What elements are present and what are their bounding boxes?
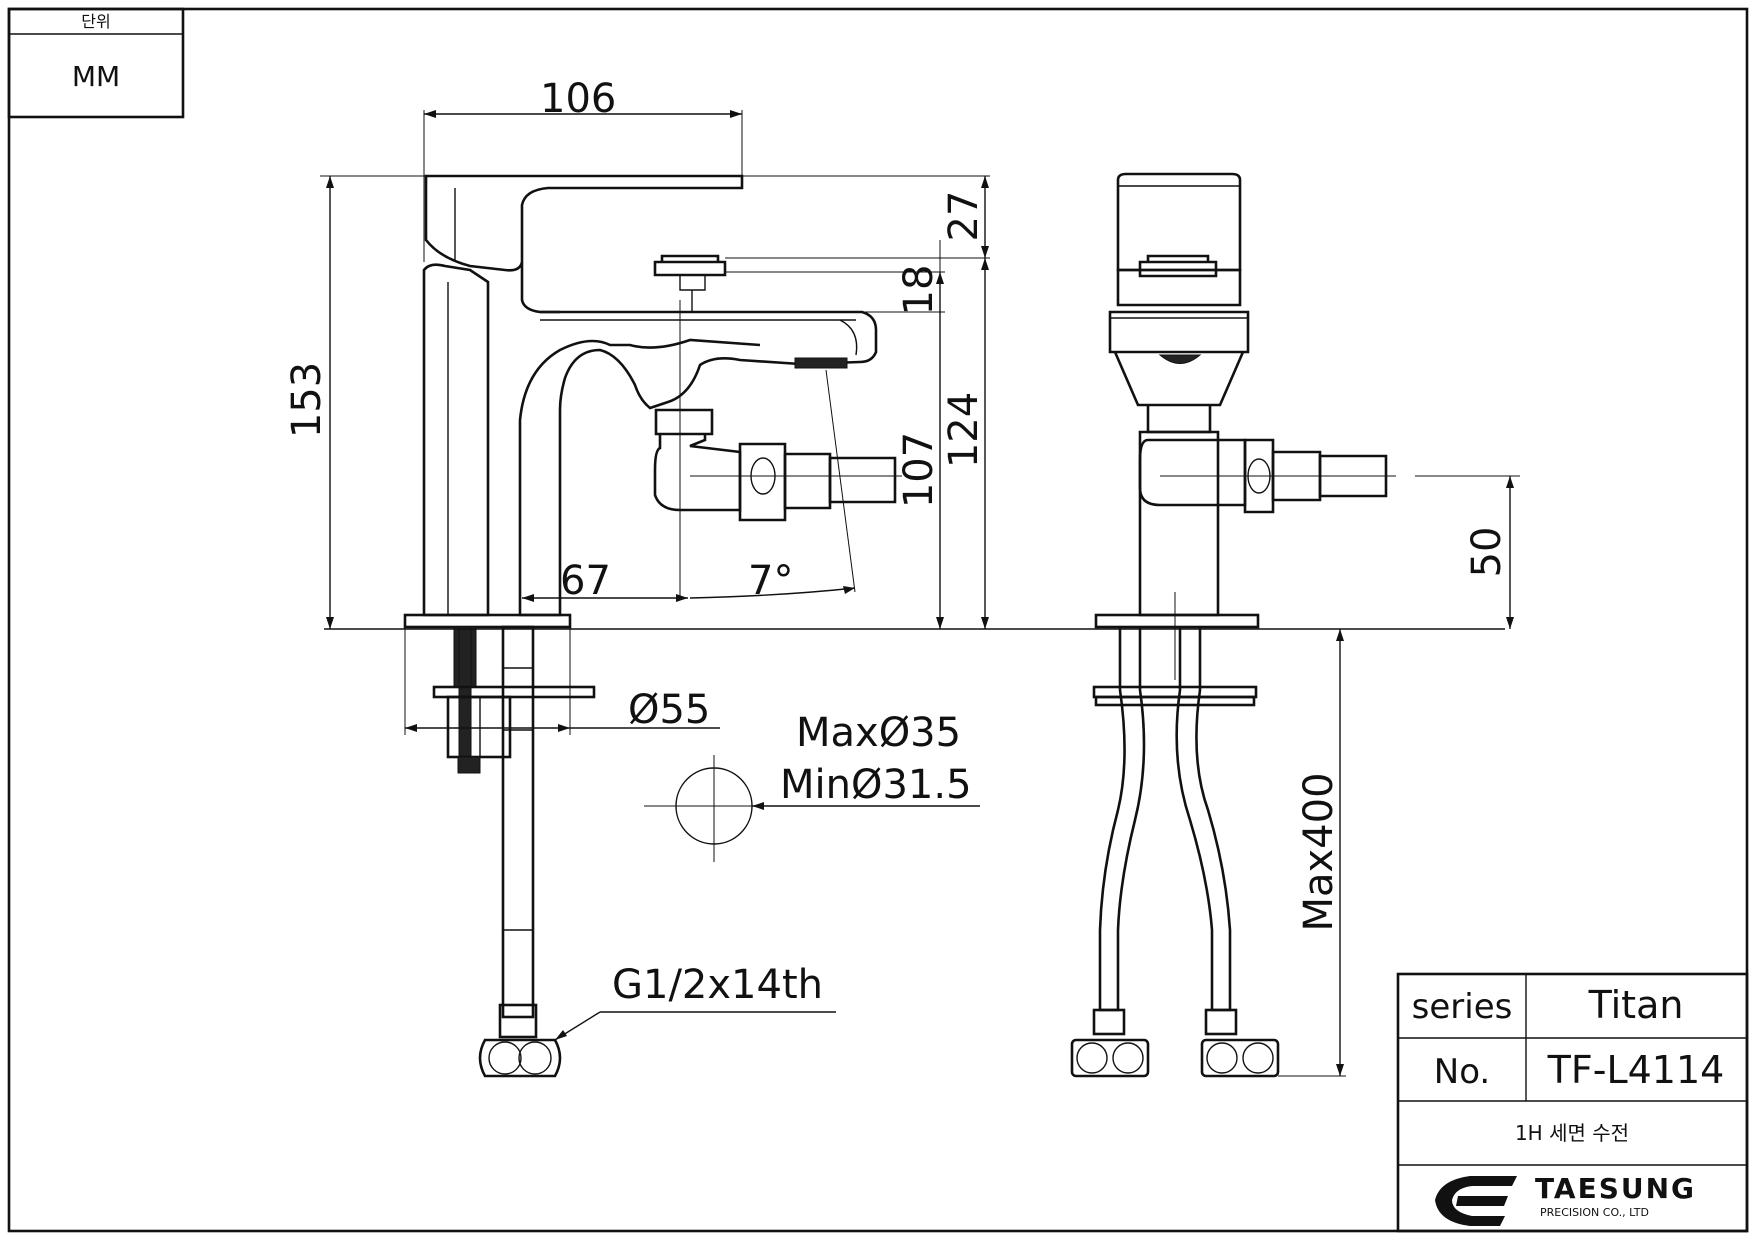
dim-hole-min: MinØ31.5 bbox=[780, 762, 972, 808]
unit-box-value: MM bbox=[72, 60, 120, 93]
dim-base-diameter: Ø55 bbox=[628, 687, 710, 733]
company-logo: TAESUNG PRECISION CO., LTD bbox=[1435, 1172, 1696, 1226]
unit-box-label: 단위 bbox=[81, 12, 110, 31]
title-no-label: No. bbox=[1434, 1052, 1490, 1092]
unit-box: 단위 MM bbox=[7, 7, 185, 119]
dim-107: 107 bbox=[896, 432, 942, 508]
dim-153: 153 bbox=[284, 362, 330, 438]
dim-106: 106 bbox=[540, 76, 616, 122]
title-series-value: Titan bbox=[1588, 983, 1684, 1027]
title-block: series Titan No. TF-L4114 1H 세면 수전 TAESU… bbox=[1396, 972, 1749, 1233]
dim-thread: G1/2x14th bbox=[612, 962, 823, 1008]
dim-27: 27 bbox=[941, 191, 987, 242]
side-view-dimensions: 50 Max400 bbox=[1278, 475, 1520, 1077]
title-description: 1H 세면 수전 bbox=[1515, 1121, 1629, 1145]
dim-hole-max: MaxØ35 bbox=[796, 710, 961, 756]
dim-67: 67 bbox=[560, 558, 611, 604]
title-series-label: series bbox=[1412, 987, 1513, 1027]
company-sub: PRECISION CO., LTD bbox=[1540, 1206, 1649, 1219]
dim-max400: Max400 bbox=[1296, 772, 1342, 931]
front-view-faucet bbox=[403, 174, 902, 1078]
side-view-faucet bbox=[1070, 172, 1430, 1078]
dim-18: 18 bbox=[896, 265, 942, 316]
company-name: TAESUNG bbox=[1535, 1172, 1696, 1205]
dim-50: 50 bbox=[1464, 527, 1510, 578]
dim-124: 124 bbox=[941, 392, 987, 468]
drawing-frame bbox=[7, 7, 1749, 1233]
front-view-dimensions: 106 153 27 18 124 107 67 7° Ø55 MaxØ35 M… bbox=[284, 76, 1505, 1041]
title-no-value: TF-L4114 bbox=[1547, 1048, 1725, 1092]
dim-7-degree: 7° bbox=[748, 558, 793, 604]
threaded-rod bbox=[458, 626, 472, 774]
